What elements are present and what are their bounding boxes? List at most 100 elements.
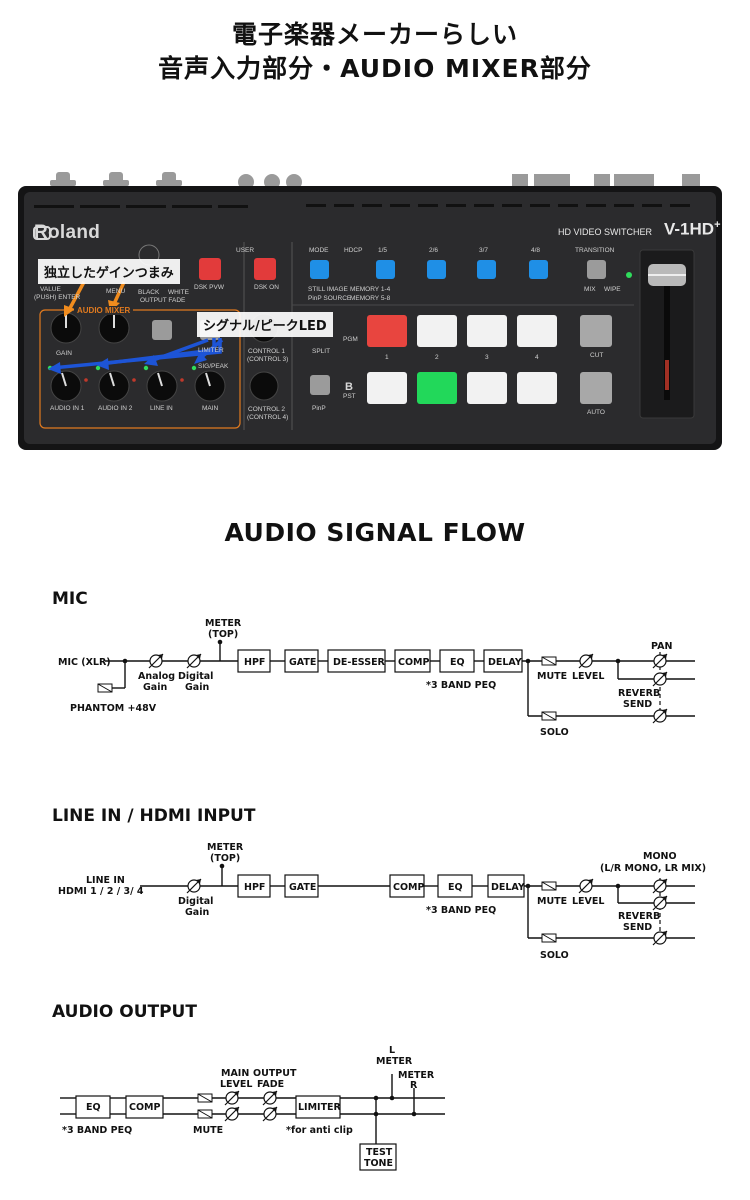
cross-3-label: 3 <box>485 354 489 361</box>
out-meter-l-1: L <box>389 1045 395 1056</box>
out-output-fade-1: OUTPUT <box>253 1068 297 1079</box>
btn-15-label: 1/5 <box>378 247 388 254</box>
control2-label: CONTROL 2 <box>248 406 285 413</box>
mic-input-label: MIC (XLR) <box>58 657 111 668</box>
value-knob-sublabel: (PUSH) ENTER <box>34 294 81 301</box>
line-digital-gain-label-1: Digital <box>178 896 213 907</box>
page-title: 電子楽器メーカーらしい 音声入力部分・AUDIO MIXER部分 <box>0 18 750 86</box>
knobs <box>50 244 279 402</box>
mic-block-gate: GATE <box>289 657 316 668</box>
device-body <box>18 172 722 450</box>
audio-in-2-label: AUDIO IN 2 <box>98 405 133 412</box>
switcher-label: HD VIDEO SWITCHER <box>558 227 653 237</box>
line-block-gate: GATE <box>289 882 316 893</box>
main-label: MAIN <box>202 405 219 412</box>
line-meter-label-1: METER <box>207 842 244 853</box>
out-block-comp: COMP <box>129 1102 161 1113</box>
limiter-label: LIMITER <box>198 347 224 354</box>
out-test-tone-1: TEST <box>366 1147 393 1158</box>
output-section-title: AUDIO OUTPUT <box>52 1002 197 1022</box>
b-pst-label: PST <box>343 393 356 400</box>
auto-label: AUTO <box>587 409 605 416</box>
line-mono-label-1: MONO <box>643 851 677 862</box>
mic-reverb-label-1: REVERB <box>618 688 660 699</box>
out-anti-clip: *for anti clip <box>286 1125 353 1136</box>
line-mute-label: MUTE <box>537 896 567 907</box>
mic-mute-label: MUTE <box>537 671 567 682</box>
black-label: BLACK <box>138 289 160 296</box>
signal-flow-title: AUDIO SIGNAL FLOW <box>224 518 526 547</box>
btn-26-label: 2/6 <box>429 247 439 254</box>
out-main-level-1: MAIN <box>221 1068 249 1079</box>
mic-level-label: LEVEL <box>572 671 604 682</box>
still-image-label: STILL IMAGE <box>308 286 348 293</box>
user-label: USER <box>236 247 255 254</box>
line-mono-label-2: (L/R MONO, LR MIX) <box>600 863 706 874</box>
mic-solo-label: SOLO <box>540 727 569 738</box>
control1-label: CONTROL 1 <box>248 348 285 355</box>
transition-label: TRANSITION <box>575 247 615 254</box>
mic-meter-label-1: METER <box>205 618 242 629</box>
out-meter-l-2: METER <box>376 1056 413 1067</box>
mic-block-deesser: DE-ESSER <box>333 657 386 668</box>
mode-label: MODE <box>309 247 329 254</box>
mic-digital-gain-label-2: Gain <box>185 682 209 693</box>
out-eq-note: *3 BAND PEQ <box>62 1125 132 1136</box>
memory-14-label: MEMORY 1-4 <box>350 286 391 293</box>
title-line-1: 電子楽器メーカーらしい <box>231 20 518 49</box>
line-level-label: LEVEL <box>572 896 604 907</box>
mic-analog-gain-label-2: Gain <box>143 682 167 693</box>
line-solo-label: SOLO <box>540 950 569 961</box>
line-reverb-label-1: REVERB <box>618 911 660 922</box>
gain-knob-callout: 独立したゲインつまみ <box>38 259 180 284</box>
hdcp-label: HDCP <box>344 247 363 254</box>
line-block-delay: DELAY <box>491 882 525 893</box>
out-meter-r-2: R <box>410 1080 418 1091</box>
btn-37-label: 3/7 <box>479 247 489 254</box>
mic-pan-label: PAN <box>651 641 672 652</box>
blue-arrows <box>48 338 224 374</box>
memory-58-label: MEMORY 5-8 <box>350 295 391 302</box>
signal-led-callout: シグナル/ピークLED <box>197 312 333 337</box>
audio-in-1-label: AUDIO IN 1 <box>50 405 85 412</box>
output-fade-label: OUTPUT FADE <box>140 297 186 304</box>
output-flow-diagram: EQ COMP LIMITER *3 BAND PEQ MUTE MAIN LE… <box>0 1038 750 1173</box>
line-input-label-2: HDMI 1 / 2 / 3/ 4 <box>58 886 144 897</box>
mic-block-delay: DELAY <box>488 657 522 668</box>
mic-block-eq: EQ <box>450 657 465 668</box>
cut-label: CUT <box>590 352 604 359</box>
mic-block-comp: COMP <box>398 657 430 668</box>
out-meter-r-1: METER <box>398 1070 435 1081</box>
line-digital-gain-label-2: Gain <box>185 907 209 918</box>
out-block-eq: EQ <box>86 1102 101 1113</box>
mic-reverb-label-2: SEND <box>623 699 652 710</box>
b-label: B <box>345 381 353 393</box>
value-knob-label: VALUE <box>40 286 61 293</box>
sig-peak-label: SIG/PEAK <box>198 363 229 370</box>
line-block-comp: COMP <box>393 882 425 893</box>
title-line-2: 音声入力部分・AUDIO MIXER部分 <box>158 54 592 83</box>
wipe-label: WIPE <box>604 286 621 293</box>
line-eq-note: *3 BAND PEQ <box>426 905 496 916</box>
cross-1-label: 1 <box>385 354 389 361</box>
cross-2-label: 2 <box>435 354 439 361</box>
out-block-limiter: LIMITER <box>298 1102 342 1113</box>
out-test-tone-2: TONE <box>364 1158 393 1169</box>
gain-label: GAIN <box>56 350 72 357</box>
line-block-hpf: HPF <box>244 882 265 893</box>
mic-meter-label-2: (TOP) <box>208 629 238 640</box>
line-section-title: LINE IN / HDMI INPUT <box>52 806 256 826</box>
mic-block-hpf: HPF <box>244 657 265 668</box>
model-label: V-1HD+ <box>664 219 721 239</box>
phantom-label: PHANTOM +48V <box>70 703 157 714</box>
pinp-source-label: PinP SOURCE <box>308 295 352 302</box>
line-meter-label-2: (TOP) <box>210 853 240 864</box>
line-in-label: LINE IN <box>150 405 173 412</box>
pinp-label: PinP <box>312 405 326 412</box>
mic-section-title: MIC <box>52 589 88 609</box>
v1hd-device: Roland HD VIDEO SWITCHER V-1HD+ VALUE (P… <box>14 160 726 455</box>
line-reverb-label-2: SEND <box>623 922 652 933</box>
btn-48-label: 4/8 <box>531 247 541 254</box>
mic-digital-gain-label-1: Digital <box>178 671 213 682</box>
out-main-level-2: LEVEL <box>220 1079 252 1090</box>
